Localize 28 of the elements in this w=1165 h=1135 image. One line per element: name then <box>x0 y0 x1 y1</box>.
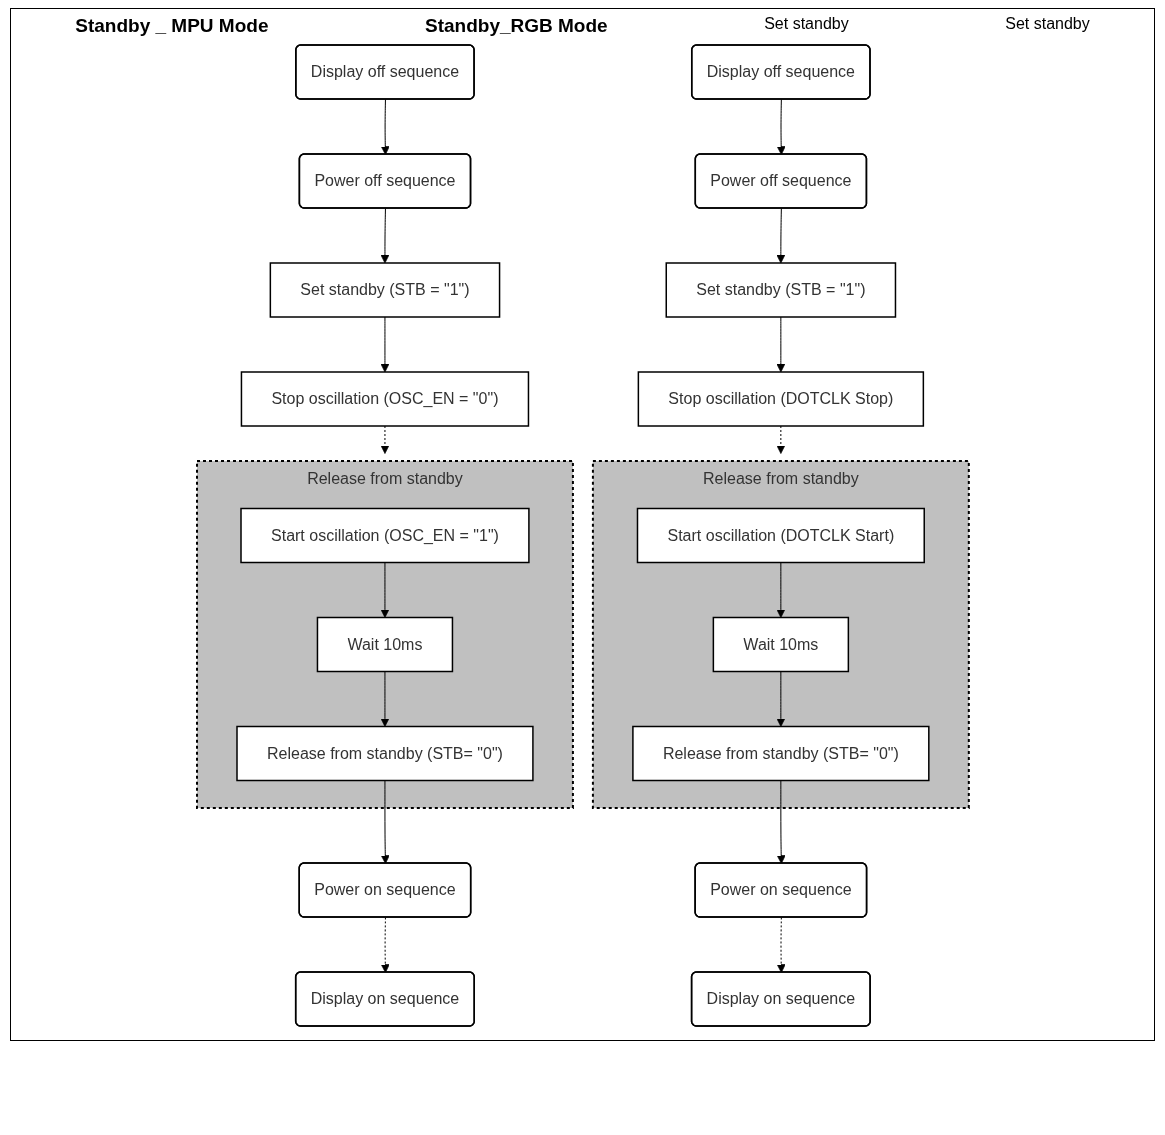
arrow <box>380 780 390 864</box>
node-box: Start oscillation (DOTCLK Start) <box>636 507 925 564</box>
arrow <box>776 671 785 727</box>
node-box: Release from standby (STB= "0") <box>631 725 930 782</box>
arrow <box>380 208 389 264</box>
node-box: Set standby (STB = "1") <box>665 262 896 318</box>
arrow <box>380 99 390 155</box>
node-box: Wait 10ms <box>316 616 453 673</box>
bracket-note: Set standby <box>1005 15 1090 34</box>
arrow <box>776 917 786 973</box>
column-title: Standby _ MPU Mode <box>75 15 269 37</box>
arrow <box>380 316 389 373</box>
arrow <box>776 780 786 864</box>
arrow <box>380 917 390 973</box>
arrow <box>380 562 389 618</box>
node-box: Wait 10ms <box>712 616 849 673</box>
node-box: Release from standby (STB= "0") <box>235 725 534 782</box>
arrow <box>776 99 786 155</box>
node-box: Set standby (STB = "1") <box>269 262 500 318</box>
node-box: Stop oscillation (OSC_EN = "0") <box>240 371 529 427</box>
node-box: Stop oscillation (DOTCLK Stop) <box>637 371 924 427</box>
column-title: Standby_RGB Mode <box>425 15 608 37</box>
bracket-note: Set standby <box>764 15 849 34</box>
arrow <box>380 671 389 727</box>
arrow <box>776 316 785 373</box>
arrow <box>776 208 785 264</box>
node-box: Start oscillation (OSC_EN = "1") <box>239 507 530 564</box>
arrow <box>776 562 785 618</box>
